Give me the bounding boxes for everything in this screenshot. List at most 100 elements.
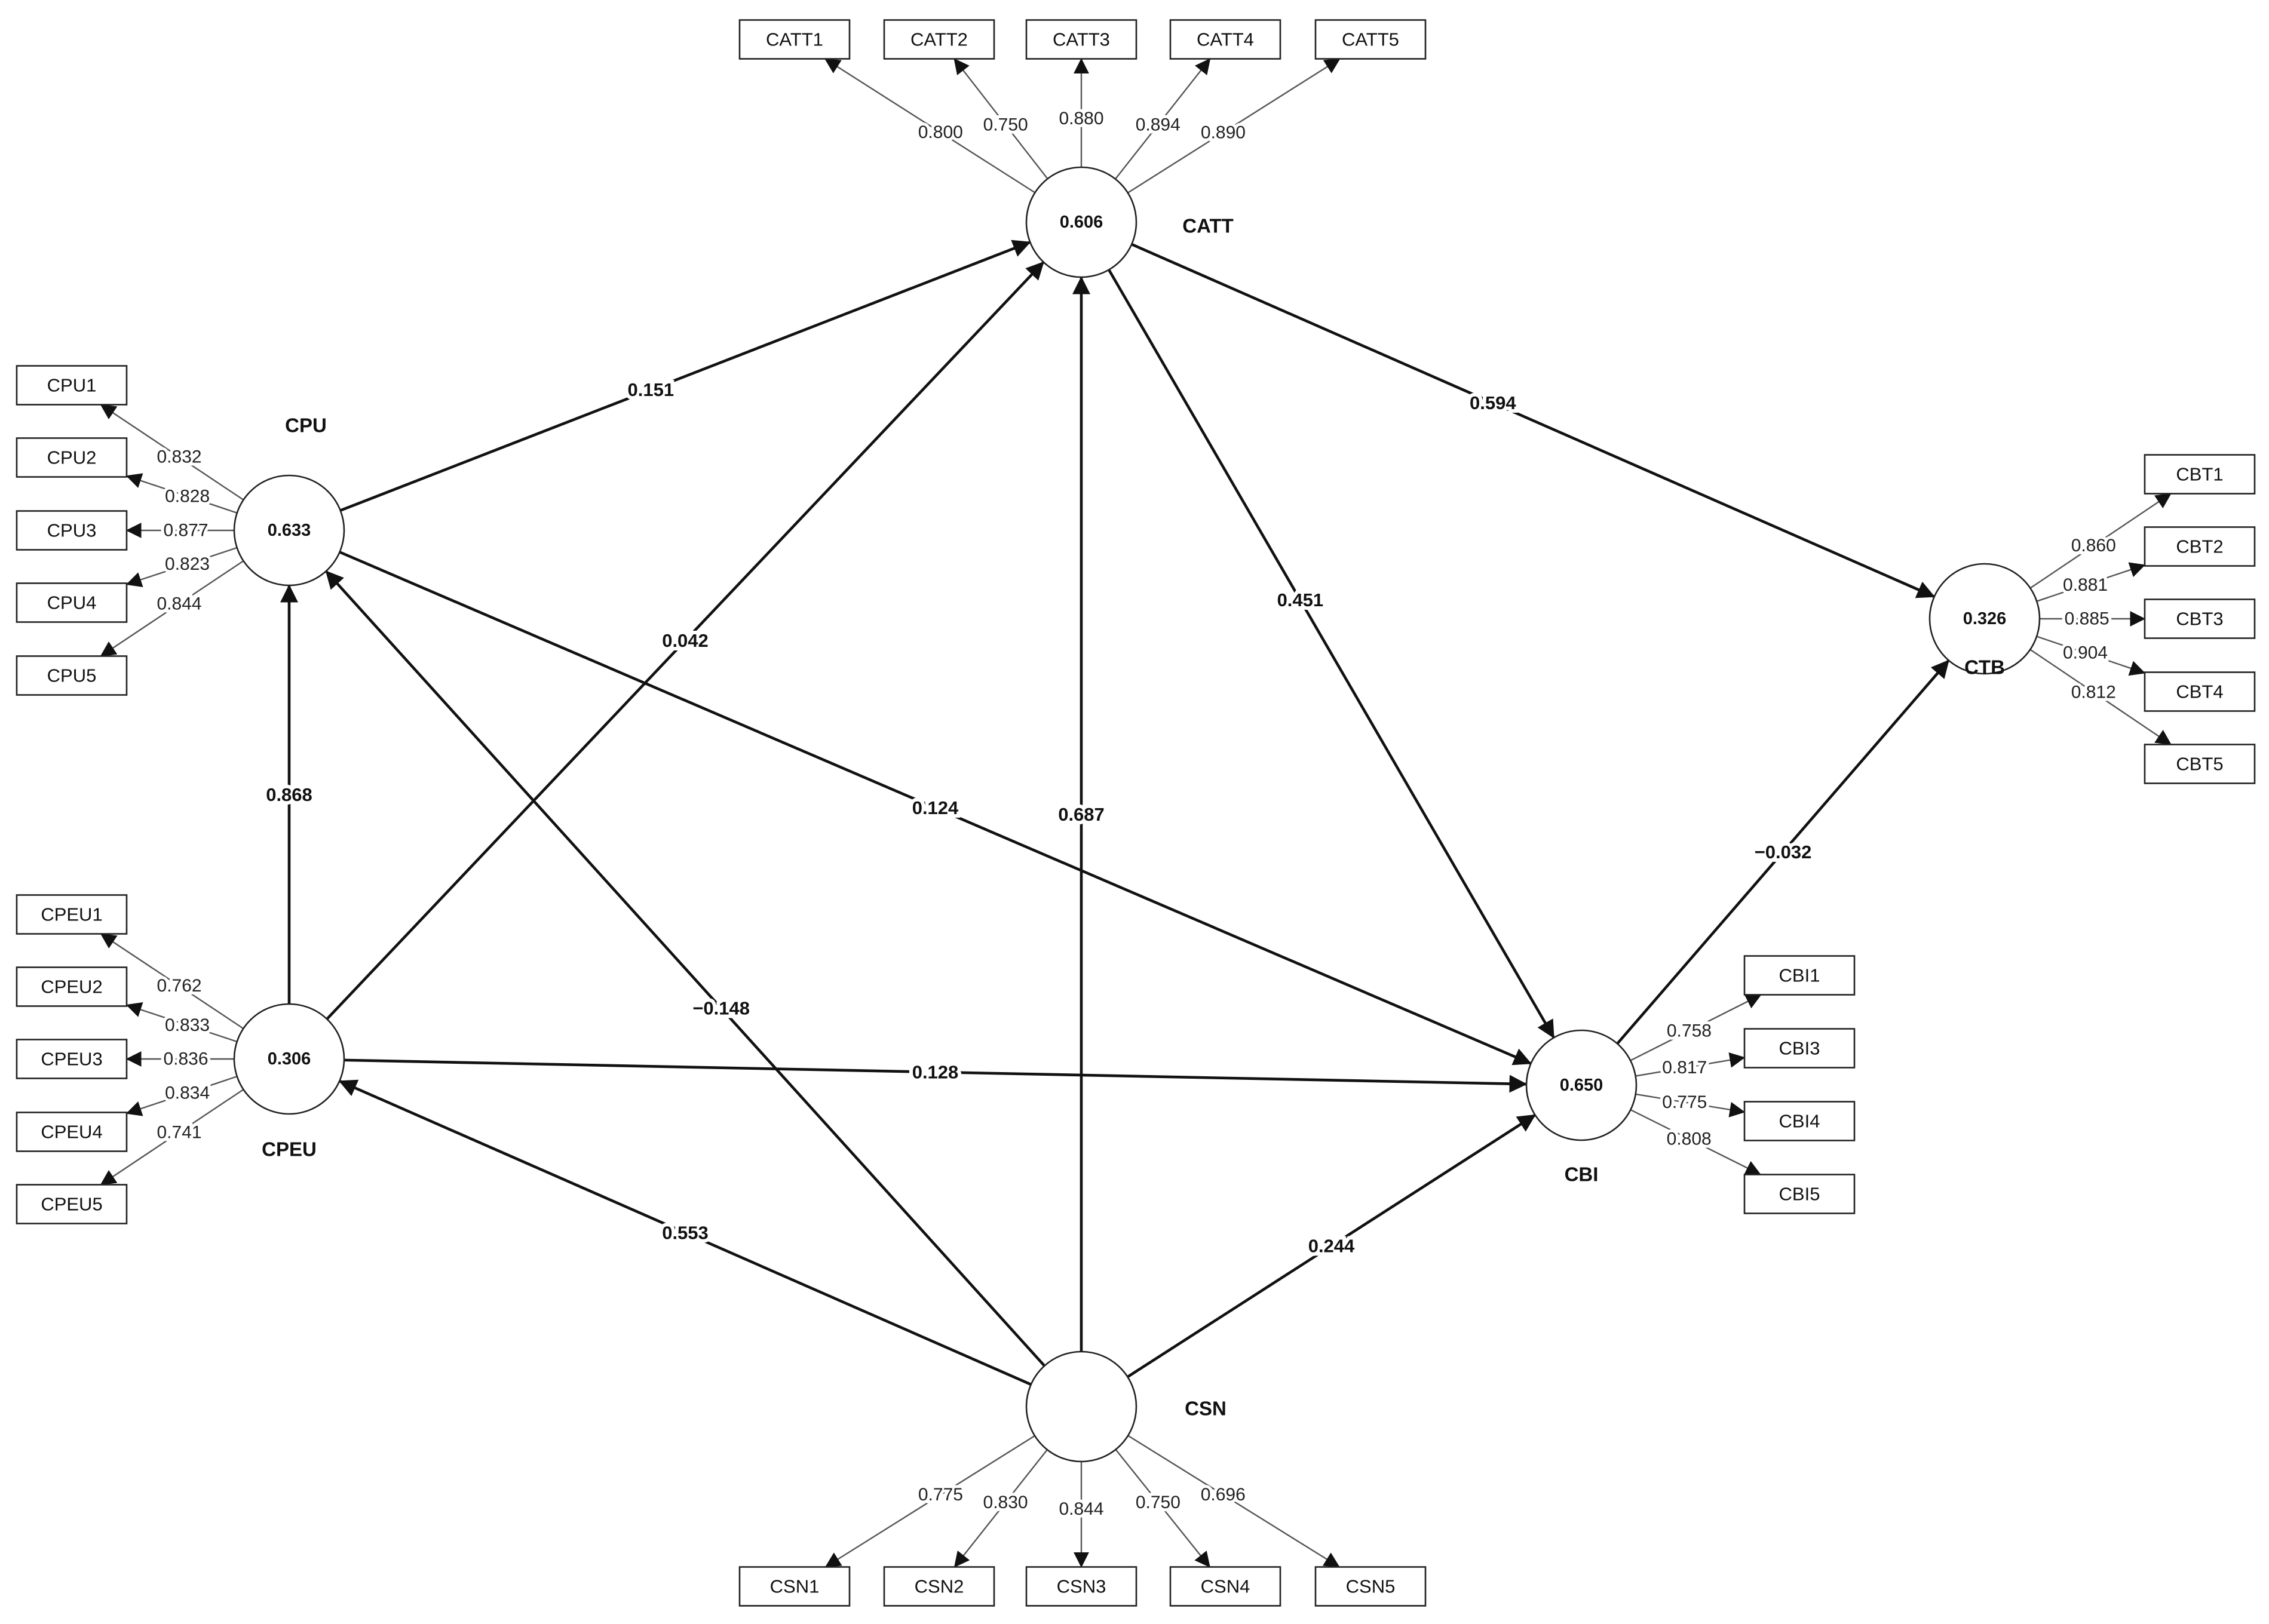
indicator-csn4[interactable]: CSN4 — [1169, 1566, 1281, 1607]
construct-csn[interactable]: CSN — [1025, 1350, 1227, 1463]
path-coefficient: 0.128 — [912, 1062, 959, 1083]
indicator-label: CPU3 — [47, 520, 97, 541]
indicator-box — [1169, 1566, 1281, 1607]
indicator-label: CATT2 — [910, 29, 968, 50]
indicator-cbi5[interactable]: CBI5 — [1743, 1174, 1856, 1214]
indicator-box — [2144, 671, 2256, 712]
loading-arrow — [824, 58, 1036, 194]
indicator-cbt4[interactable]: CBT4 — [2144, 671, 2256, 712]
indicator-cbt3[interactable]: CBT3 — [2144, 598, 2256, 639]
path-cpu-catt: 0.151 — [339, 240, 1031, 512]
indicator-csn2[interactable]: CSN2 — [883, 1566, 995, 1607]
construct-name: CSN — [1185, 1398, 1227, 1420]
indicator-box — [16, 437, 128, 478]
indicator-cbt5[interactable]: CBT5 — [2144, 744, 2256, 784]
indicator-cpeu4[interactable]: CPEU4 — [16, 1112, 128, 1152]
indicator-cpeu1[interactable]: CPEU1 — [16, 894, 128, 935]
indicator-csn3[interactable]: CSN3 — [1025, 1566, 1137, 1607]
loading-arrow — [1635, 1052, 1746, 1077]
indicator-cpu3[interactable]: CPU3 — [16, 510, 128, 551]
path-cpeu-cbi: 0.128 — [344, 1058, 1528, 1093]
indicator-csn1[interactable]: CSN1 — [738, 1566, 851, 1607]
loading-cpu2: 0.828 — [125, 473, 238, 514]
indicator-box — [2144, 454, 2256, 495]
indicator-label: CBT5 — [2176, 754, 2223, 775]
path-arrow — [344, 1058, 1528, 1093]
indicator-catt5[interactable]: CATT5 — [1314, 19, 1427, 60]
indicator-catt3[interactable]: CATT3 — [1025, 19, 1137, 60]
indicator-cbi4[interactable]: CBI4 — [1743, 1101, 1856, 1141]
indicator-label: CBI3 — [1779, 1038, 1820, 1059]
indicator-cpeu3[interactable]: CPEU3 — [16, 1039, 128, 1079]
loading-cbt1: 0.860 — [2029, 493, 2172, 589]
indicator-cbi1[interactable]: CBI1 — [1743, 955, 1856, 996]
indicator-label: CBI5 — [1779, 1184, 1820, 1205]
indicator-csn5[interactable]: CSN5 — [1314, 1566, 1427, 1607]
loading-value: 0.890 — [1201, 122, 1246, 142]
loading-value: 0.836 — [163, 1049, 208, 1069]
indicator-box — [1743, 1028, 1856, 1069]
loading-arrow — [2036, 636, 2146, 676]
indicator-cbi3[interactable]: CBI3 — [1743, 1028, 1856, 1069]
indicator-box — [883, 1566, 995, 1607]
loading-value: 0.877 — [163, 521, 208, 541]
indicator-cpu4[interactable]: CPU4 — [16, 582, 128, 623]
loading-arrow — [2029, 649, 2172, 745]
path-coefficient: 0.868 — [266, 784, 312, 805]
path-arrow — [1616, 659, 1950, 1045]
construct-name: CPU — [285, 415, 327, 437]
construct-cpu[interactable]: 0.633 CPU — [233, 415, 345, 587]
indicator-catt1[interactable]: CATT1 — [738, 19, 851, 60]
indicator-cpu1[interactable]: CPU1 — [16, 365, 128, 406]
indicator-box — [2144, 526, 2256, 567]
construct-circle — [1025, 1350, 1137, 1463]
indicator-label: CPU2 — [47, 447, 97, 468]
loading-arrow — [1127, 1435, 1340, 1568]
indicator-label: CSN1 — [770, 1576, 820, 1597]
indicator-catt4[interactable]: CATT4 — [1169, 19, 1281, 60]
path-coefficient: 0.553 — [662, 1223, 709, 1244]
construct-name: CBI — [1565, 1163, 1599, 1186]
indicator-box — [16, 1112, 128, 1152]
path-coefficient: −0.148 — [692, 998, 750, 1019]
path-coefficient: 0.594 — [1470, 392, 1516, 413]
indicator-cbt1[interactable]: CBT1 — [2144, 454, 2256, 495]
path-coefficient: 0.244 — [1308, 1236, 1355, 1257]
loading-value: 0.817 — [1662, 1058, 1707, 1077]
loading-value: 0.750 — [1136, 1493, 1181, 1512]
loading-value: 0.830 — [983, 1493, 1028, 1512]
path-cpeu-catt: 0.042 — [326, 261, 1045, 1020]
loading-arrow — [100, 933, 244, 1030]
indicator-cpu5[interactable]: CPU5 — [16, 655, 128, 696]
path-arrow — [339, 240, 1031, 512]
indicator-box — [16, 582, 128, 623]
construct-name: CTB — [1964, 656, 2005, 679]
path-arrow — [1131, 242, 1936, 598]
indicator-label: CATT3 — [1053, 29, 1110, 50]
indicator-label: CPEU4 — [41, 1122, 102, 1143]
indicator-cbt2[interactable]: CBT2 — [2144, 526, 2256, 567]
indicator-label: CBT3 — [2176, 609, 2223, 630]
loading-value: 0.823 — [165, 554, 210, 574]
indicator-cpeu2[interactable]: CPEU2 — [16, 966, 128, 1007]
loading-value: 0.880 — [1059, 109, 1103, 128]
path-arrow — [1127, 1113, 1536, 1379]
indicator-cpeu5[interactable]: CPEU5 — [16, 1184, 128, 1224]
path-coefficient: 0.451 — [1277, 590, 1324, 610]
construct-r-squared: 0.633 — [268, 521, 311, 540]
loading-csn3: 0.844 — [1056, 1462, 1107, 1568]
loading-value: 0.750 — [983, 115, 1028, 134]
loading-value: 0.832 — [157, 447, 201, 467]
loading-catt3: 0.880 — [1056, 58, 1107, 167]
indicator-catt2[interactable]: CATT2 — [883, 19, 995, 60]
construct-name: CPEU — [262, 1138, 317, 1161]
loading-cpu1: 0.832 — [100, 404, 244, 501]
indicator-box — [2144, 744, 2256, 784]
loading-cpeu1: 0.762 — [100, 933, 244, 1030]
indicator-cpu2[interactable]: CPU2 — [16, 437, 128, 478]
indicator-box — [1169, 19, 1281, 60]
